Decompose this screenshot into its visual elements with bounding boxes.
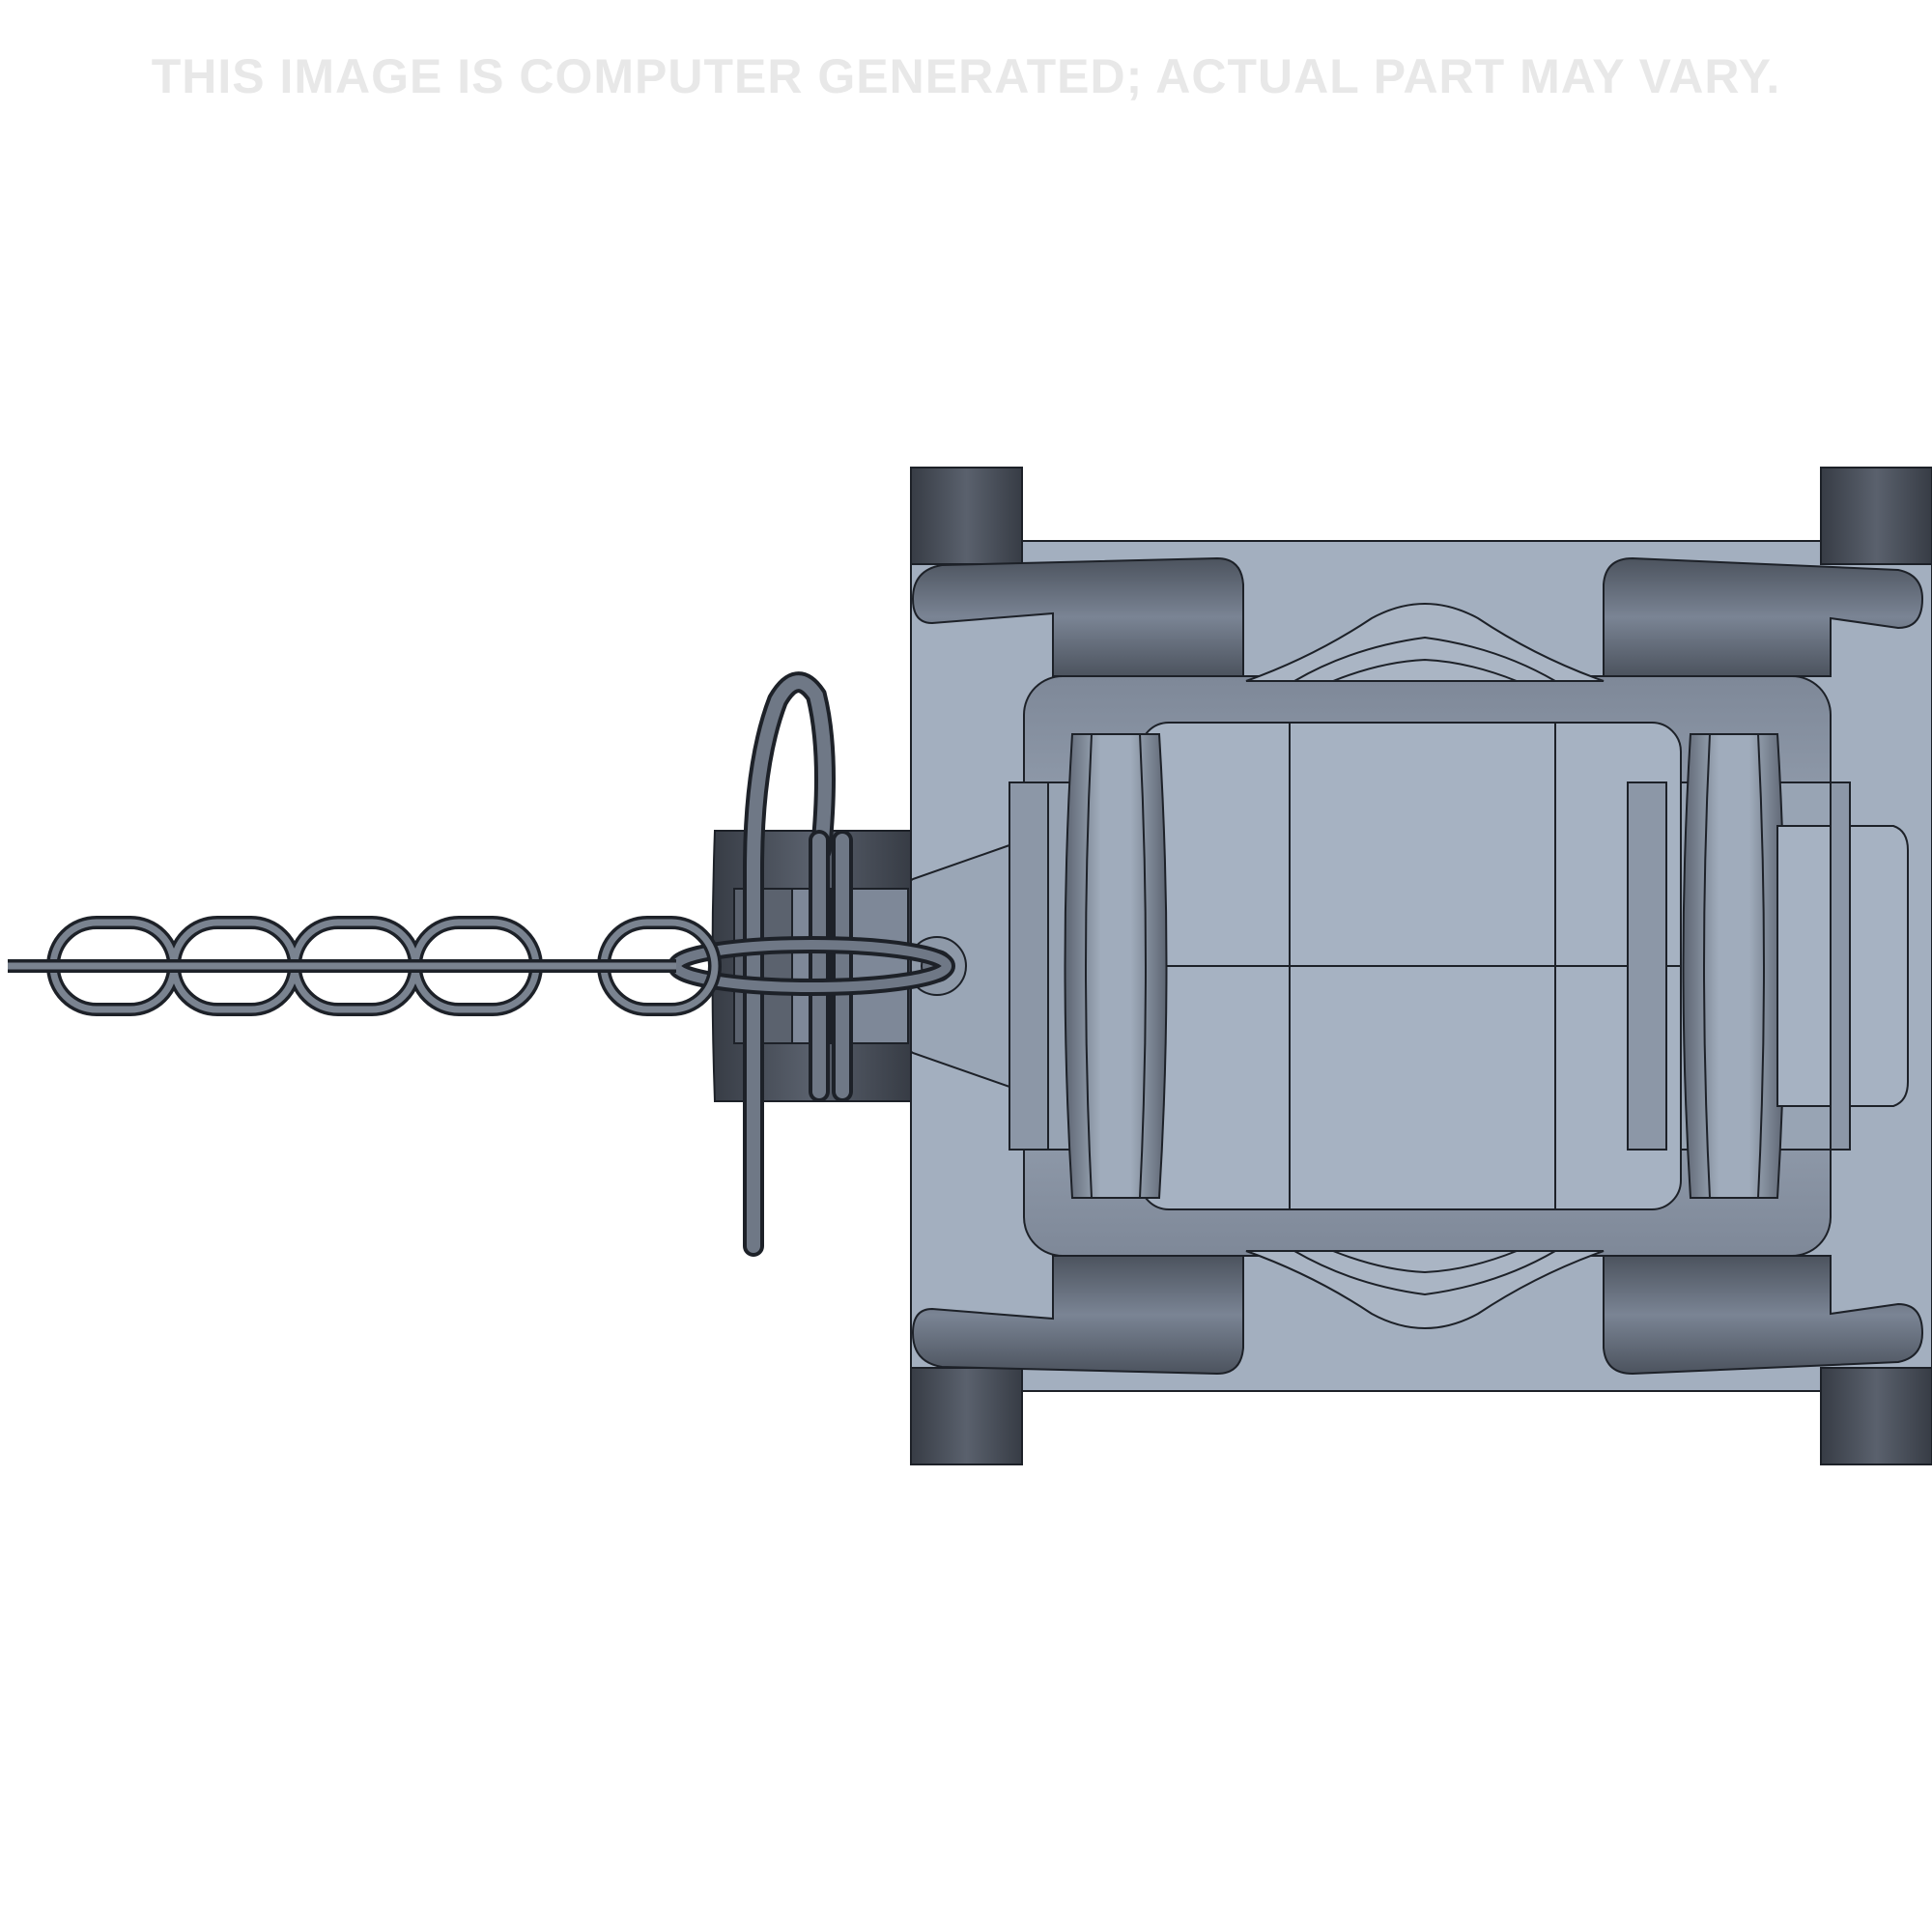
left-roller [1064, 733, 1168, 1199]
safety-chain [8, 916, 722, 1016]
disclaimer-watermark: THIS IMAGE IS COMPUTER GENERATED; ACTUAL… [151, 49, 1781, 103]
center-block [1139, 722, 1682, 1210]
side-rails [1009, 781, 1851, 1151]
corner-flanges [910, 467, 1932, 1465]
spring-clip [743, 671, 853, 1257]
side-clamps [911, 556, 1924, 1376]
